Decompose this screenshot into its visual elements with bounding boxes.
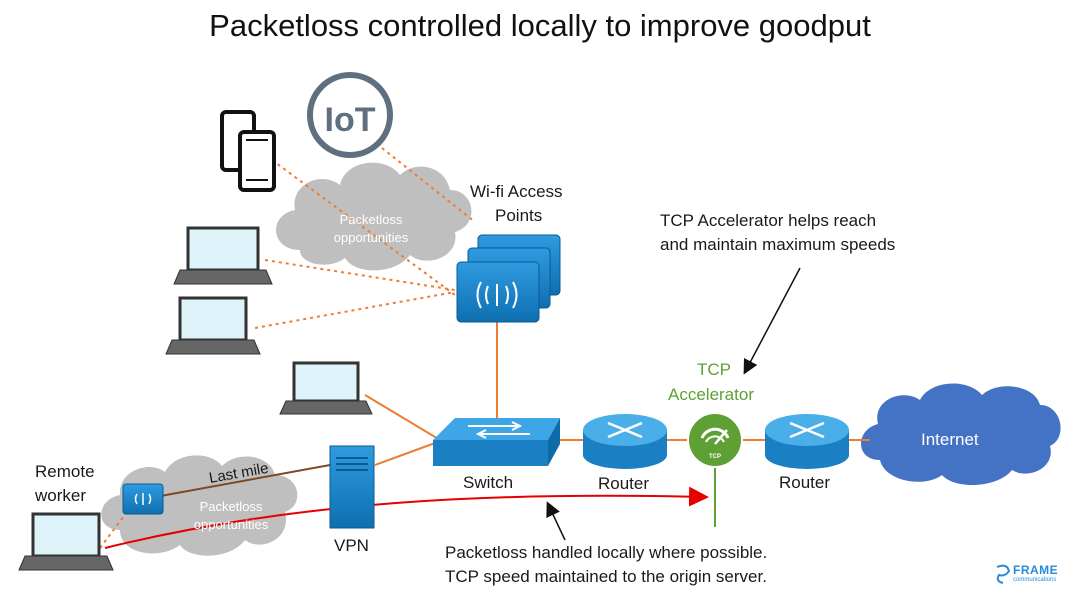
tcp-accelerator-label-1: TCP bbox=[697, 360, 731, 379]
phone-icon bbox=[220, 110, 276, 192]
iot-label: IoT bbox=[325, 101, 376, 139]
remote-worker-label-1: Remote bbox=[35, 462, 95, 481]
accelerator-note-arrow bbox=[743, 267, 801, 375]
local-note-line-1: Packetloss handled locally where possibl… bbox=[445, 543, 768, 562]
frame-logo-icon bbox=[996, 564, 1011, 584]
cloud-top-label-2: opportunities bbox=[333, 230, 409, 245]
laptop-icon bbox=[279, 361, 373, 415]
laptop-icon bbox=[165, 296, 261, 355]
laptop-icon bbox=[18, 512, 114, 571]
logo-sub: communications bbox=[1013, 577, 1057, 583]
wifi-ap-label-2: Points bbox=[495, 206, 543, 225]
accelerator-note-line-2: and maintain maximum speeds bbox=[660, 235, 896, 254]
tcp-accelerator-icon bbox=[687, 412, 743, 468]
cloud-internet bbox=[860, 383, 1061, 486]
vpn-server-icon bbox=[329, 445, 375, 529]
router-left-label: Router bbox=[598, 474, 650, 493]
remote-wifi-access-point-icon bbox=[122, 483, 164, 515]
local-note-line-2: TCP speed maintained to the origin serve… bbox=[445, 567, 767, 586]
laptop-icon bbox=[173, 226, 273, 285]
tcp-badge-label: TCP bbox=[709, 454, 721, 460]
vpn-label: VPN bbox=[334, 536, 369, 555]
page-title: Packetloss controlled locally to improve… bbox=[209, 8, 871, 43]
local-note-arrow bbox=[546, 501, 566, 541]
internet-label: Internet bbox=[921, 430, 979, 449]
router-icon bbox=[583, 414, 667, 469]
tcp-accelerator-label-2: Accelerator bbox=[668, 385, 754, 404]
wifi-access-point-icon bbox=[456, 234, 561, 323]
switch-label: Switch bbox=[463, 473, 514, 492]
remote-worker-label-2: worker bbox=[35, 486, 87, 505]
wifi-dotted-links bbox=[99, 147, 476, 549]
last-mile-link bbox=[154, 464, 331, 498]
logo-brand: FRAME bbox=[1013, 563, 1059, 577]
cloud-bottom-label-2: opportunities bbox=[193, 517, 269, 532]
router-icon bbox=[765, 414, 849, 469]
cloud-top bbox=[276, 162, 472, 271]
frame-logo: FRAME communications bbox=[993, 563, 1071, 587]
wifi-ap-label-1: Wi-fi Access bbox=[470, 182, 563, 201]
cloud-top-label-1: Packetloss bbox=[339, 212, 403, 227]
tcp-path-red bbox=[104, 486, 709, 549]
switch-icon bbox=[433, 418, 560, 466]
accelerator-note-line-1: TCP Accelerator helps reach bbox=[660, 211, 877, 230]
cloud-bottom-label-1: Packetloss bbox=[199, 499, 263, 514]
router-right-label: Router bbox=[779, 473, 831, 492]
iot-icon bbox=[307, 72, 393, 158]
